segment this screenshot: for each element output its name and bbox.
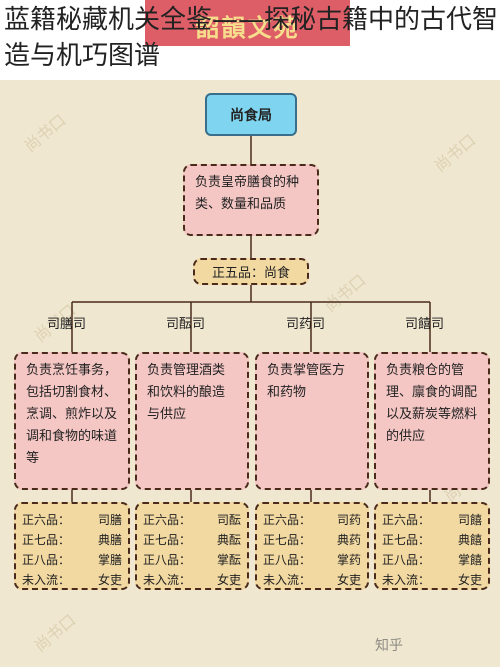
official-row: 正六品： 司膳 <box>22 510 122 530</box>
department-label: 司饎司 <box>405 317 445 332</box>
official-rank: 正七品： <box>22 533 71 547</box>
official-rank: 正八品： <box>382 553 431 567</box>
official-title: 女吏 <box>336 573 361 587</box>
official-row: 正七品： 典药 <box>263 530 361 550</box>
official-row: 未入流： 女吏 <box>143 570 241 590</box>
official-row: 正八品： 掌膳 <box>22 550 122 570</box>
official-row: 正八品： 掌饎 <box>382 550 482 570</box>
official-title: 女吏 <box>97 573 122 587</box>
official-rank: 未入流： <box>382 573 431 587</box>
official-row: 正七品： 典酝 <box>143 530 241 550</box>
official-title: 司酝 <box>216 513 241 527</box>
official-rank: 正八品： <box>263 553 312 567</box>
root-node: 尚食局 <box>205 93 297 136</box>
official-rank: 正六品： <box>143 513 192 527</box>
official-row: 正六品： 司药 <box>263 510 361 530</box>
official-row: 未入流： 女吏 <box>382 570 482 590</box>
org-chart: 尚书口 尚书口 尚书口 尚书口 尚书口 尚书口 尚食局 负责皇帝膳食的种类、数量… <box>0 80 500 667</box>
official-rank: 正八品： <box>143 553 192 567</box>
official-rank: 未入流： <box>143 573 192 587</box>
official-rank: 未入流： <box>263 573 312 587</box>
official-rank: 正六品： <box>22 513 71 527</box>
page-title: 蓝籍秘藏机关全鉴——探秘古籍中的古代智造与机巧图谱 <box>4 5 499 71</box>
zhihu-mark: 知乎 <box>375 638 403 654</box>
official-row: 未入流： 女吏 <box>263 570 361 590</box>
official-title: 女吏 <box>216 573 241 587</box>
department-duty-box: 负责烹饪事务，包括切割食材、烹调、煎炸以及调和食物的味道等 <box>14 352 130 490</box>
connector-lines <box>71 136 431 502</box>
official-rank: 未入流： <box>22 573 71 587</box>
official-rank: 正七品： <box>263 533 312 547</box>
official-title: 掌饎 <box>457 553 482 567</box>
official-rank: 正七品： <box>382 533 431 547</box>
official-title: 司药 <box>336 513 361 527</box>
official-title: 典膳 <box>97 533 122 547</box>
official-row: 未入流： 女吏 <box>22 570 122 590</box>
official-title: 女吏 <box>457 573 482 587</box>
head-rank-box: 正五品：尚食 <box>193 258 309 285</box>
department-label: 司药司 <box>286 317 326 332</box>
official-title: 掌酝 <box>216 553 241 567</box>
official-title: 司饎 <box>457 513 482 527</box>
official-row: 正八品： 掌药 <box>263 550 361 570</box>
department-duty-box: 负责掌管医方和药物 <box>255 352 369 490</box>
officials-box: 正六品： 司膳 正七品： 典膳 正八品： 掌膳 未入流： 女吏 <box>14 502 130 590</box>
official-row: 正七品： 典饎 <box>382 530 482 550</box>
official-title: 掌膳 <box>97 553 122 567</box>
department-duty-box: 负责管理酒类和饮料的酿造与供应 <box>135 352 249 490</box>
banner-image: 韶韻文苑 <box>145 0 350 46</box>
officials-box: 正六品： 司饎 正七品： 典饎 正八品： 掌饎 未入流： 女吏 <box>374 502 490 590</box>
department-label: 司膳司 <box>47 317 87 332</box>
official-title: 典饎 <box>457 533 482 547</box>
banner-text: 韶韻文苑 <box>195 14 300 42</box>
official-row: 正六品： 司酝 <box>143 510 241 530</box>
officials-box: 正六品： 司酝 正七品： 典酝 正八品： 掌酝 未入流： 女吏 <box>135 502 249 590</box>
officials-box: 正六品： 司药 正七品： 典药 正八品： 掌药 未入流： 女吏 <box>255 502 369 590</box>
official-rank: 正六品： <box>263 513 312 527</box>
official-title: 司膳 <box>97 513 122 527</box>
department-label: 司酝司 <box>166 317 206 332</box>
official-row: 正七品： 典膳 <box>22 530 122 550</box>
official-rank: 正六品： <box>382 513 431 527</box>
official-title: 掌药 <box>336 553 361 567</box>
official-title: 典药 <box>336 533 361 547</box>
official-rank: 正八品： <box>22 553 71 567</box>
department-duty-box: 负责粮仓的管理、廪食的调配以及薪炭等燃料的供应 <box>374 352 490 490</box>
official-title: 典酝 <box>216 533 241 547</box>
official-row: 正八品： 掌酝 <box>143 550 241 570</box>
top-duty-box: 负责皇帝膳食的种类、数量和品质 <box>183 164 319 236</box>
title-area: 韶韻文苑 蓝籍秘藏机关全鉴——探秘古籍中的古代智造与机巧图谱 <box>0 0 500 80</box>
official-row: 正六品： 司饎 <box>382 510 482 530</box>
official-rank: 正七品： <box>143 533 192 547</box>
